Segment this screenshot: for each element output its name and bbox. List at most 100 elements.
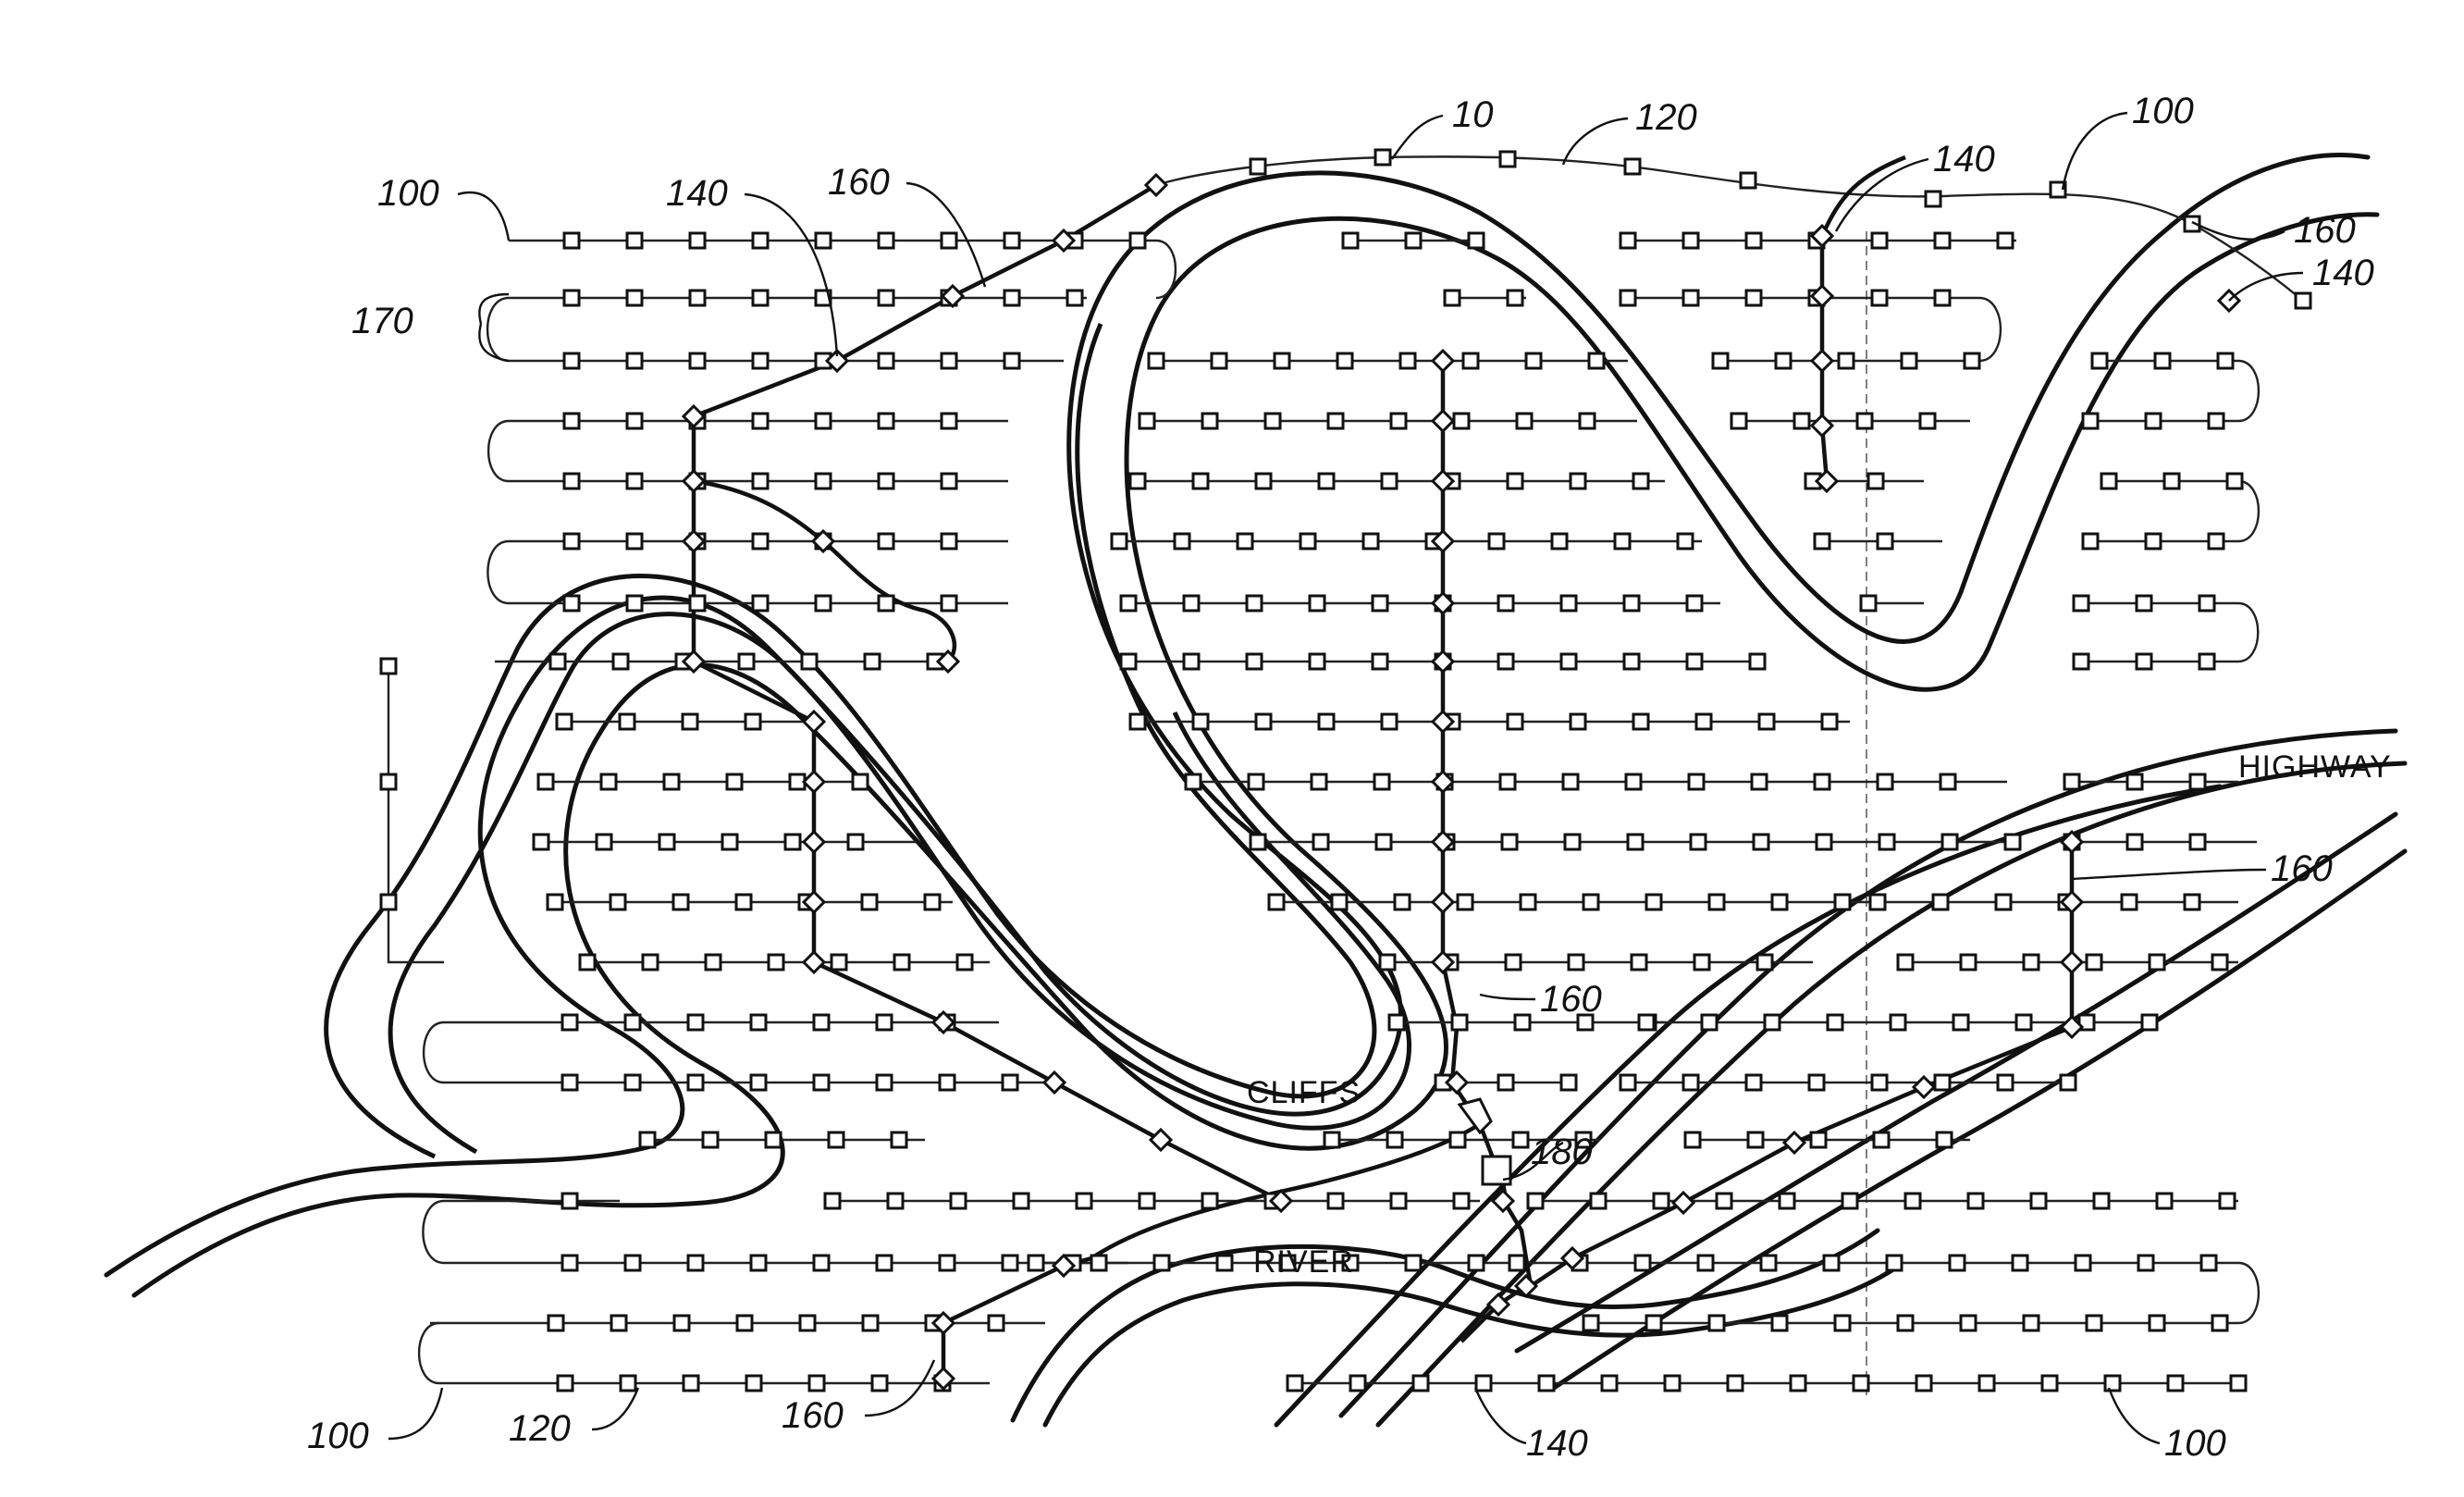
receiver-node bbox=[674, 1316, 689, 1330]
label-170: 170 bbox=[351, 301, 413, 341]
receiver-node bbox=[1583, 1316, 1598, 1330]
receiver-node bbox=[877, 1256, 892, 1270]
receiver-node bbox=[1521, 895, 1535, 909]
receiver-node bbox=[1750, 654, 1765, 669]
receiver-node bbox=[1502, 835, 1517, 849]
receiver-node bbox=[1696, 714, 1711, 729]
receiver-node bbox=[1498, 596, 1513, 611]
receiver-node bbox=[1746, 1075, 1761, 1090]
receiver-node bbox=[753, 414, 768, 428]
receiver-node bbox=[1310, 654, 1324, 669]
receiver-node bbox=[1310, 596, 1324, 611]
receiver-node bbox=[1184, 596, 1199, 611]
receiver-node bbox=[562, 1015, 577, 1030]
receiver-node bbox=[2164, 474, 2179, 489]
caption-cliffs: CLIFFS bbox=[1247, 1075, 1361, 1110]
receiver-node bbox=[1517, 414, 1532, 428]
receiver-node bbox=[2031, 1194, 2046, 1208]
receiver-node bbox=[825, 1194, 840, 1208]
receiver-node bbox=[1324, 1132, 1339, 1147]
receiver-node bbox=[1940, 774, 1955, 789]
receiver-line bbox=[1156, 156, 2303, 301]
label-120-top: 120 bbox=[1635, 97, 1697, 138]
receiver-node bbox=[1500, 152, 1515, 167]
receiver-node bbox=[1003, 1075, 1017, 1090]
receiver-node bbox=[753, 233, 768, 248]
receiver-node bbox=[877, 1015, 892, 1030]
receiver-node bbox=[564, 233, 579, 248]
label-160-top-left: 160 bbox=[828, 162, 890, 203]
receiver-node bbox=[1933, 895, 1948, 909]
line-turnaround bbox=[2238, 1263, 2259, 1323]
receiver-node bbox=[1759, 714, 1774, 729]
receiver-node bbox=[690, 233, 705, 248]
receiver-node bbox=[1265, 414, 1280, 428]
receiver-node bbox=[2190, 835, 2205, 849]
receiver-node bbox=[1328, 1194, 1343, 1208]
receiver-node bbox=[1748, 1132, 1763, 1147]
receiver-node bbox=[1780, 1194, 1794, 1208]
receiver-node bbox=[1761, 1256, 1776, 1270]
receiver-node bbox=[1620, 1075, 1635, 1090]
receiver-node bbox=[1391, 414, 1406, 428]
receiver-node bbox=[562, 1256, 577, 1270]
line-turnaround bbox=[487, 541, 509, 603]
receiver-node bbox=[690, 291, 705, 305]
receiver-node bbox=[1998, 233, 2013, 248]
receiver-node bbox=[2024, 955, 2039, 970]
receiver-node bbox=[2201, 1256, 2216, 1270]
receiver-node bbox=[1121, 596, 1136, 611]
receiver-node bbox=[829, 1132, 844, 1147]
receiver-node bbox=[751, 1256, 766, 1270]
receiver-node bbox=[951, 1194, 966, 1208]
receiver-node bbox=[879, 474, 893, 489]
receiver-node bbox=[1691, 835, 1706, 849]
receiver-node bbox=[1571, 714, 1585, 729]
receiver-node bbox=[1337, 353, 1352, 368]
receiver-node bbox=[625, 1075, 640, 1090]
caption-river: RIVER bbox=[1253, 1244, 1354, 1280]
receiver-node bbox=[2209, 414, 2224, 428]
receiver-node bbox=[925, 895, 940, 909]
junction-node bbox=[1044, 1072, 1065, 1093]
line-turnaround bbox=[488, 421, 509, 481]
receiver-node bbox=[1287, 1376, 1302, 1391]
receiver-node bbox=[848, 835, 863, 849]
receiver-node bbox=[1450, 1132, 1465, 1147]
receiver-node bbox=[1476, 1376, 1491, 1391]
receiver-node bbox=[1772, 1316, 1787, 1330]
receiver-node bbox=[1965, 353, 1979, 368]
receiver-node bbox=[769, 955, 783, 970]
receiver-node bbox=[548, 895, 562, 909]
receiver-node bbox=[557, 714, 572, 729]
receiver-node bbox=[1698, 1256, 1713, 1270]
receiver-node bbox=[1387, 1132, 1402, 1147]
receiver-node bbox=[659, 835, 674, 849]
receiver-node bbox=[381, 774, 396, 789]
line-turnaround bbox=[423, 1201, 444, 1263]
receiver-node bbox=[1702, 1015, 1717, 1030]
receiver-node bbox=[1824, 1256, 1839, 1270]
receiver-node bbox=[1633, 474, 1648, 489]
receiver-node bbox=[1996, 895, 2011, 909]
receiver-node bbox=[1469, 233, 1484, 248]
receiver-node bbox=[942, 414, 956, 428]
receiver-node bbox=[2199, 654, 2214, 669]
label-160-top-right: 160 bbox=[2294, 210, 2356, 251]
receiver-node bbox=[1635, 1256, 1650, 1270]
receiver-node bbox=[2142, 1015, 2157, 1030]
receiver-node bbox=[1815, 534, 1830, 549]
receiver-node bbox=[746, 1376, 761, 1391]
receiver-node bbox=[1678, 534, 1693, 549]
receiver-node bbox=[1130, 233, 1145, 248]
receiver-node bbox=[1515, 1015, 1530, 1030]
line-turnaround bbox=[1979, 298, 2001, 361]
receiver-node bbox=[1395, 895, 1410, 909]
receiver-node bbox=[1872, 291, 1887, 305]
receiver-node bbox=[753, 353, 768, 368]
receiver-node bbox=[2076, 1256, 2090, 1270]
receiver-node bbox=[942, 474, 956, 489]
receiver-node bbox=[2137, 654, 2151, 669]
receiver-node bbox=[1632, 955, 1646, 970]
receiver-node bbox=[753, 291, 768, 305]
